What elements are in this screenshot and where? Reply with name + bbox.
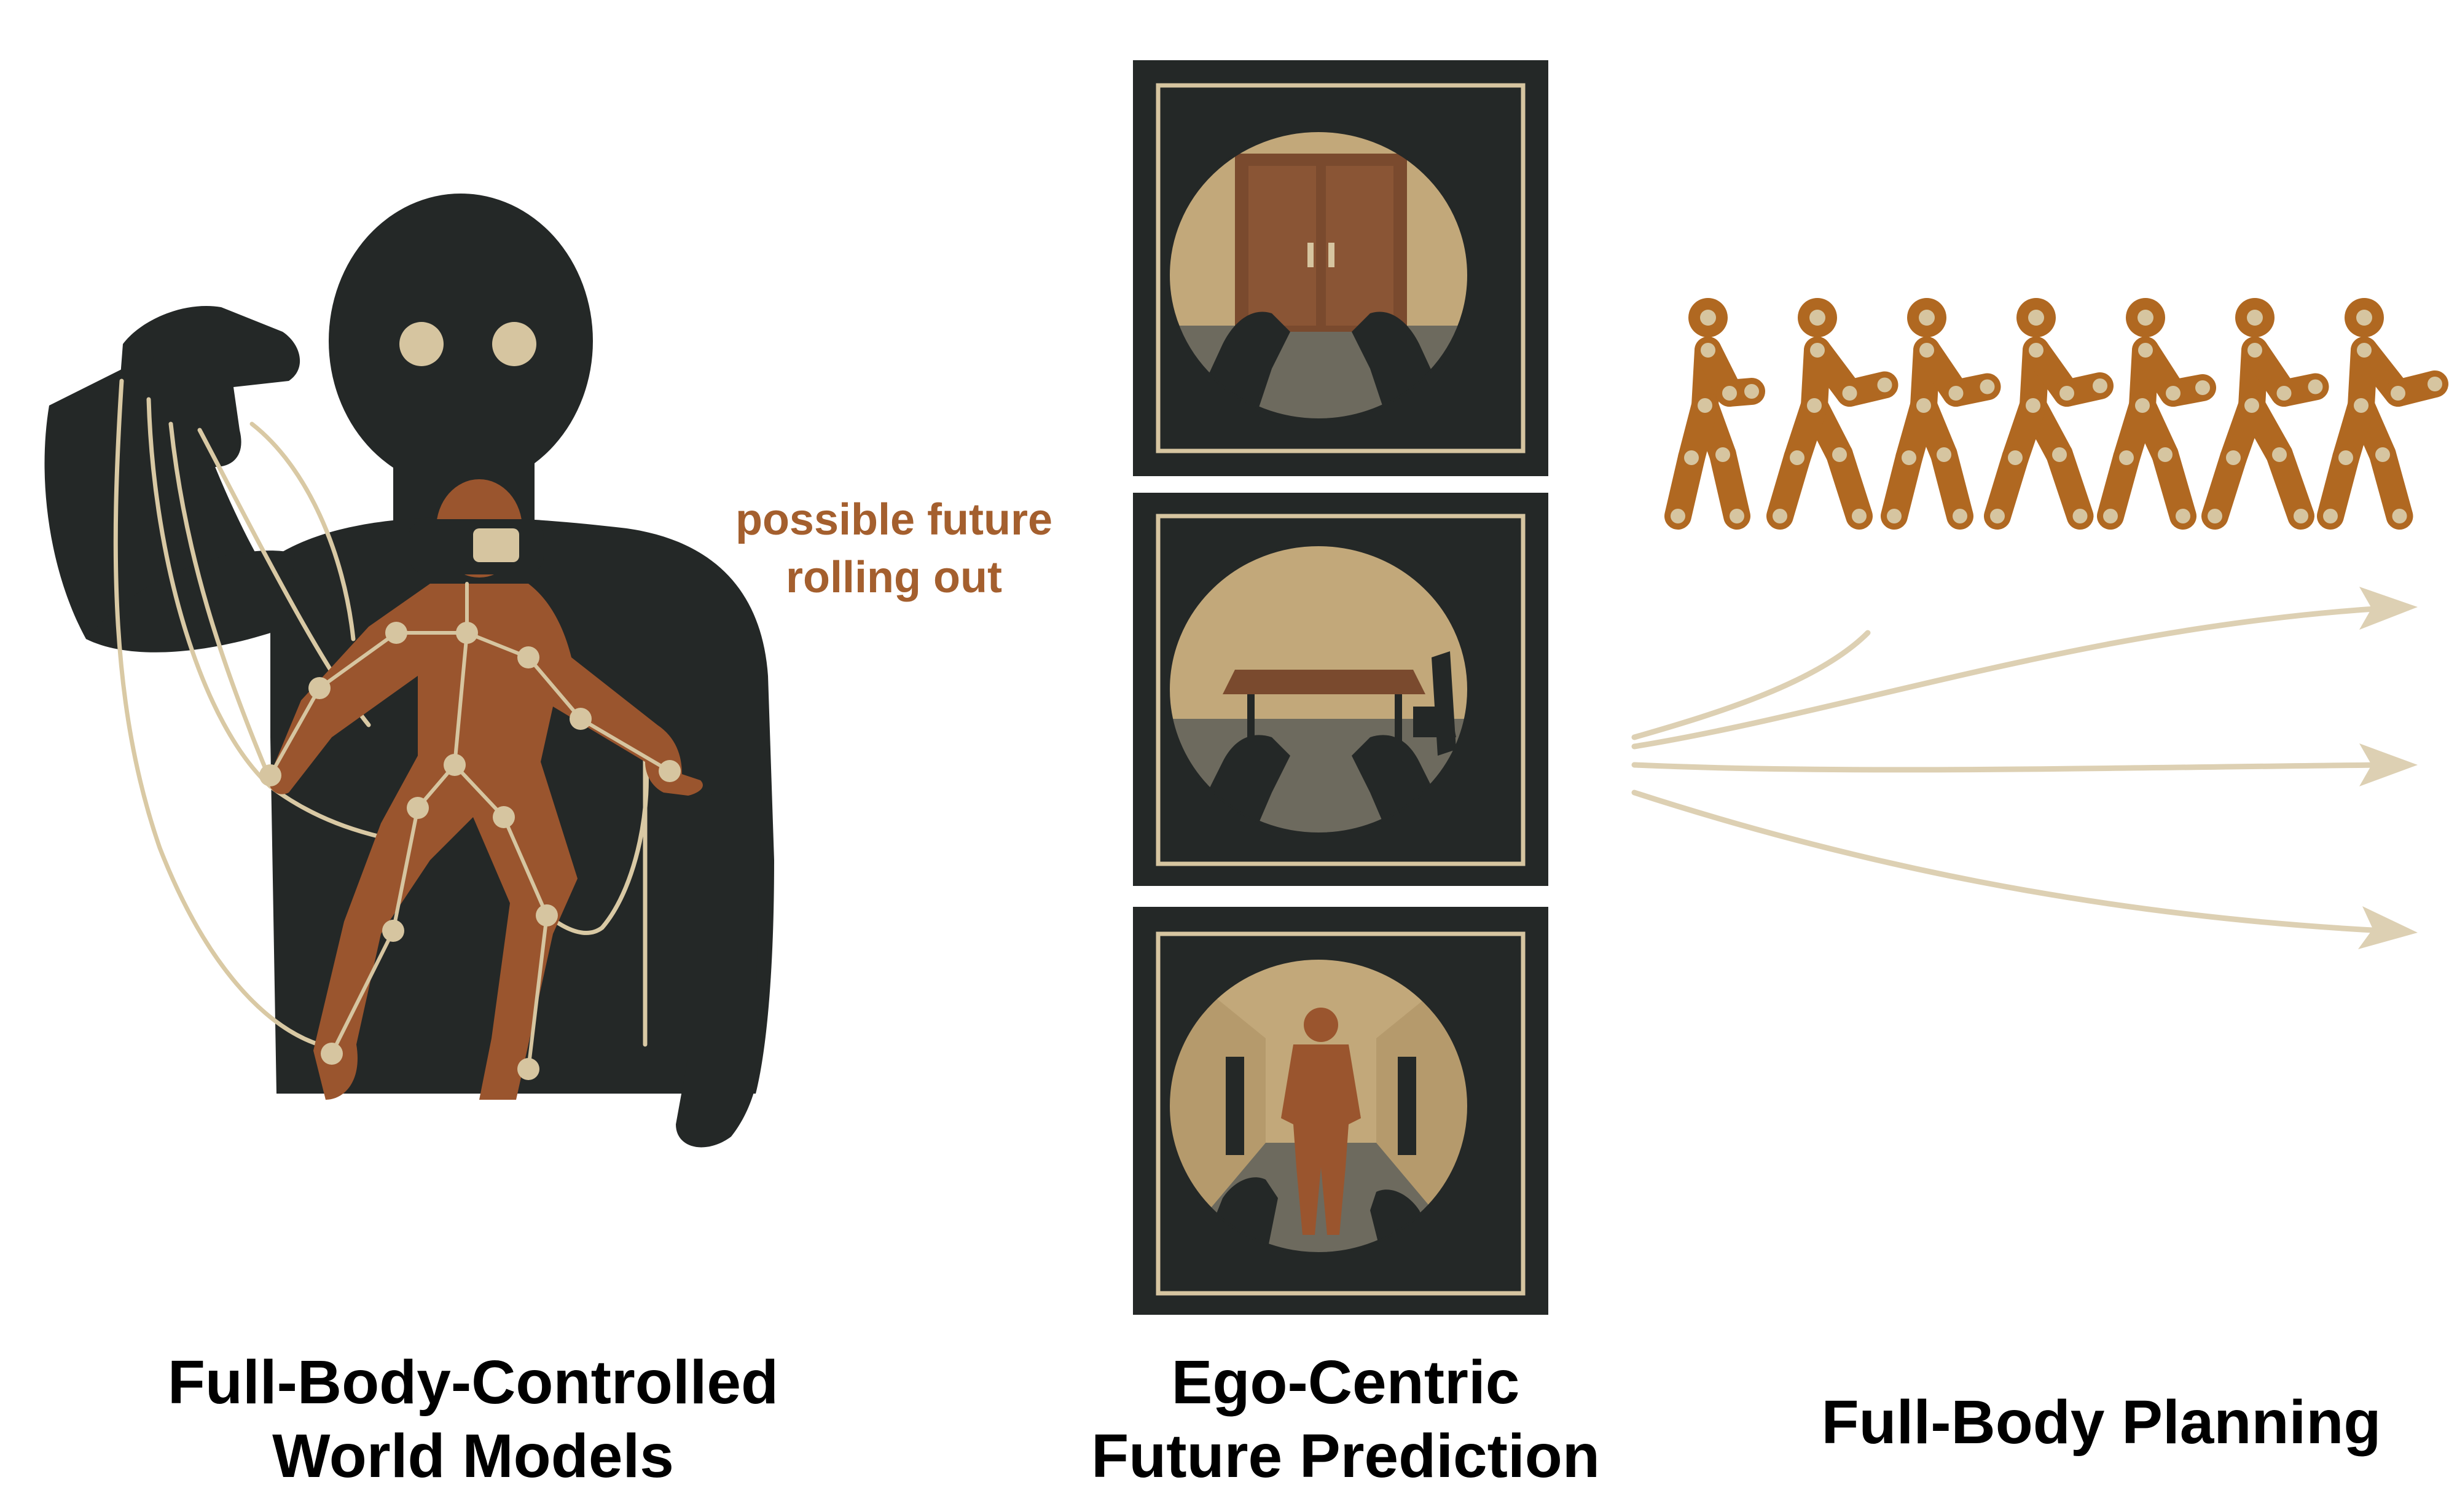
puppet-figure-icon [259,479,703,1100]
walking-person-icon [2317,298,2448,530]
trajectory-arrow-lower [1631,789,2387,934]
caption-right-line-1: Full-Body Planning [1821,1388,2381,1457]
caption-middle-line-1: Ego-Centric [1171,1348,1520,1417]
puppeteer-eyes [399,322,536,366]
trajectory-arrow-middle [1631,762,2387,773]
ego-panel-1 [1133,60,1548,476]
caption-left-line-1: Full-Body-Controlled [167,1348,779,1417]
walker-sequence [1664,298,2448,530]
trajectory-arrows [1631,605,2387,934]
rollout-annotation: possible future rolling out [694,492,1094,606]
caption-middle: Ego-Centric Future Prediction [1008,1346,1683,1493]
walking-person-icon [2201,298,2329,530]
walking-person-icon [1766,298,1898,530]
walking-person-icon [1664,298,1765,530]
annotation-line-1: possible future [735,495,1053,544]
trajectory-arrow-upper [1631,605,2387,750]
ego-panel-3 [1133,907,1548,1315]
walking-person-icon [1881,298,2001,530]
annotation-line-2: rolling out [786,552,1002,602]
walking-person-icon [1984,298,2114,530]
caption-left-line-2: World Models [272,1422,674,1490]
caption-left: Full-Body-Controlled World Models [98,1346,848,1493]
caption-right: Full-Body Planning [1769,1385,2433,1459]
door-scene-icon [1169,131,1468,420]
caption-middle-line-2: Future Prediction [1091,1422,1600,1490]
trajectory-arrow-short [1631,630,1871,740]
arrowheads [2358,587,2418,949]
walking-person-icon [2097,298,2216,530]
ego-panel-2 [1133,493,1548,886]
